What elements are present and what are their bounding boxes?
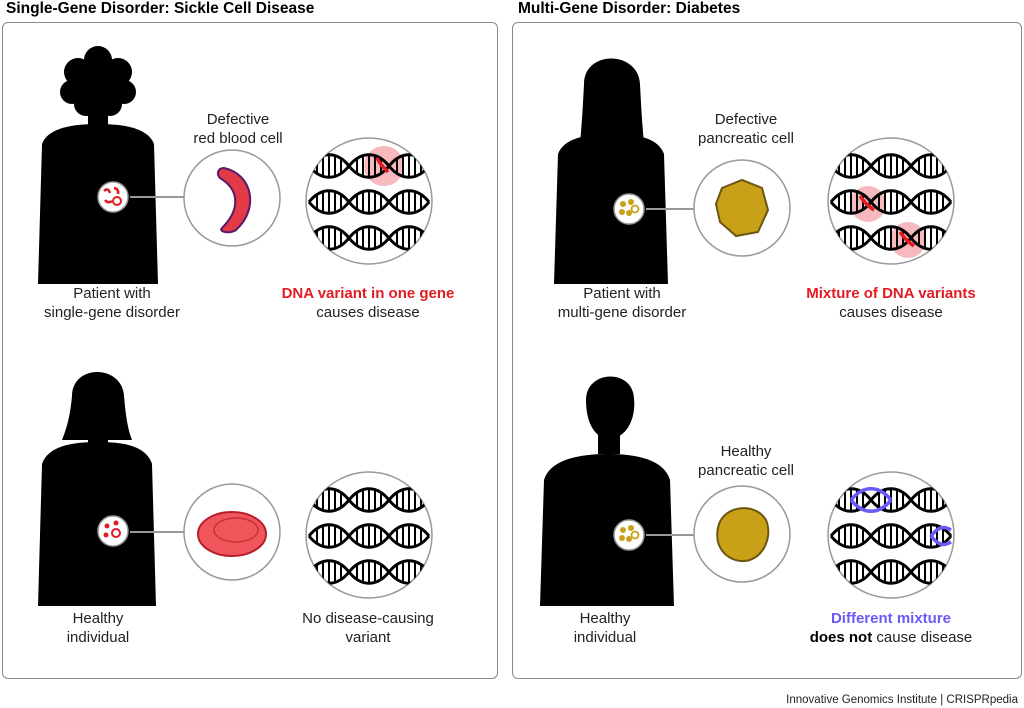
red-blood-cell-icon	[183, 483, 281, 581]
right-panel-title: Multi-Gene Disorder: Diabetes	[518, 0, 741, 17]
different-mixture-caption: Different mixture does not cause disease	[809, 610, 973, 646]
connector-line	[646, 534, 694, 536]
credit-text: Innovative Genomics Institute | CRISPRpe…	[786, 694, 1018, 706]
pancreatic-cell-icon	[693, 159, 791, 257]
patient-silhouette-icon	[38, 46, 158, 284]
healthy-silhouette-icon	[540, 376, 674, 606]
blood-sample-icon	[97, 181, 129, 213]
left-panel-title: Single-Gene Disorder: Sickle Cell Diseas…	[6, 0, 315, 17]
patient-silhouette-icon	[554, 58, 668, 284]
blood-sample-icon	[97, 515, 129, 547]
dna-helix-icon	[827, 137, 955, 265]
pancreatic-cell-icon	[693, 485, 791, 583]
dna-helix-icon	[305, 137, 433, 265]
connector-line	[130, 196, 184, 198]
healthy-silhouette-icon	[38, 372, 156, 606]
connector-line	[130, 531, 184, 533]
connector-line	[646, 208, 694, 210]
dna-helix-icon	[305, 471, 433, 599]
pancreatic-sample-icon	[613, 193, 645, 225]
sickle-cell-icon	[183, 149, 281, 247]
dna-helix-icon	[827, 471, 955, 599]
pancreatic-sample-icon	[613, 519, 645, 551]
